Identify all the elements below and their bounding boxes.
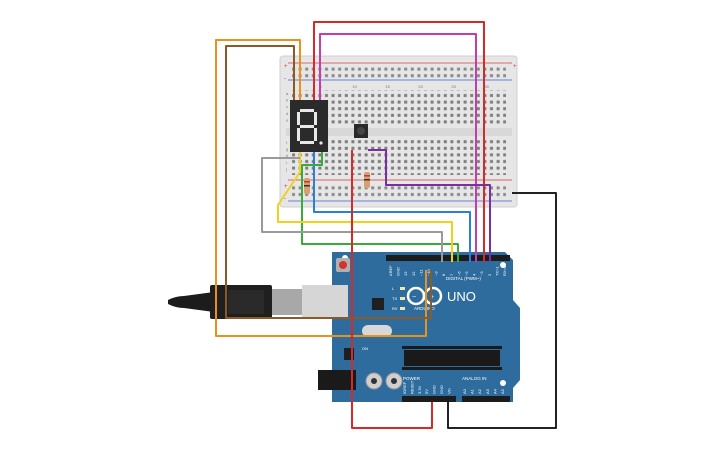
wires (215, 21, 557, 429)
wire-brown (225, 45, 432, 319)
breadboard-column-number: 10 (352, 84, 357, 89)
wire-orange (215, 39, 427, 337)
atmega-chip (404, 350, 500, 366)
crystal-oscillator (362, 325, 392, 337)
analog-pin-label: A2 (477, 388, 482, 394)
digital-pin-label: 2 (487, 273, 492, 276)
onboard-led (400, 297, 405, 300)
power-pin-label: GND (439, 385, 444, 394)
digital-pin-label: GND (396, 267, 401, 276)
power-pin-label: Vin (446, 388, 451, 394)
breadboard-column-number: 30 (484, 84, 489, 89)
seven-segment-display: 8 (290, 100, 328, 152)
digital-pin-label: ~10 (426, 268, 431, 276)
svg-text:−: − (412, 294, 416, 301)
breadboard-column-number: 20 (418, 84, 423, 89)
analog-in-label: ANALOG IN (462, 376, 487, 381)
led-label: TX (392, 296, 397, 301)
power-pin-label: RESET (409, 380, 414, 394)
resistor-2 (364, 172, 370, 188)
wire-magenta (319, 33, 477, 262)
breadboard-row-letter: h (286, 153, 288, 158)
digital-pin-label: ~11 (418, 269, 423, 276)
arduino-brand-label: ARDUINO (414, 306, 435, 311)
breadboard-row-letter: g (286, 147, 288, 152)
onboard-led (400, 307, 405, 310)
digital-pin-label: AREF (388, 265, 393, 276)
breadboard-row-letter: i (286, 160, 287, 165)
wire-gray (261, 157, 443, 262)
breadboard-row-letter: f (286, 140, 288, 145)
svg-text:+: + (430, 294, 434, 301)
usb-cable (168, 285, 348, 319)
analog-pin-label: A4 (492, 388, 497, 394)
digital-pin-label: ~5 (464, 271, 469, 276)
breadboard-column-number: 15 (385, 84, 390, 89)
breadboard-row-letter: a (286, 91, 289, 96)
onboard-led (400, 287, 405, 290)
rail-minus-bottom-label: - (284, 196, 286, 202)
breadboard-row-letter: e (286, 117, 289, 122)
breadboard-row-letter: j (285, 166, 287, 171)
analog-pin-label: A3 (485, 388, 490, 394)
analog-pin-label: A1 (470, 388, 475, 394)
rail-plus-top-label: + (284, 64, 288, 70)
digital-pin-label: 8 (441, 273, 446, 276)
power-label: POWER (403, 376, 421, 381)
digital-pin-label: ~6 (456, 271, 461, 276)
pushbutton[interactable] (354, 124, 368, 138)
breadboard-row-letter: d (286, 111, 288, 116)
breadboard-column-number: 25 (451, 84, 456, 89)
power-pin-label: GND (432, 385, 437, 394)
arduino-model-label: UNO (447, 289, 476, 304)
digital-pin-label: 4 (472, 273, 477, 276)
power-pin-label: 3.3V (417, 385, 422, 394)
wire-yellow (277, 150, 453, 262)
wire-black-gnd (447, 192, 557, 429)
wire-green (301, 150, 459, 262)
wire-red-top (313, 21, 485, 262)
analog-pin-label: A5 (500, 388, 505, 394)
rail-plus-bottom-label: + (284, 184, 288, 190)
led-label: L (392, 286, 395, 291)
digital-pin-label: ~9 (434, 271, 439, 276)
breadboard-row-letter: c (286, 104, 288, 109)
usb-chip (372, 298, 384, 310)
digital-pin-label: TX>1 (494, 266, 499, 276)
analog-header (462, 396, 510, 402)
analog-pin-label: A0 (462, 388, 467, 394)
arduino-uno-board: − + UNO ARDUINO DIGITAL (PWM~) POWER ANA… (318, 252, 520, 402)
digital-pwm-label: DIGITAL (PWM~) (446, 276, 481, 281)
resistor-1 (304, 178, 310, 194)
digital-header (386, 255, 510, 261)
wire-purple (368, 149, 491, 262)
power-jack (318, 370, 356, 390)
seven-segment-digit (297, 109, 323, 145)
digital-pin-label: ~3 (479, 271, 484, 276)
wire-red-5v (351, 150, 433, 429)
power-pin-label: IOREF (402, 381, 407, 394)
digital-pin-label: 13 (403, 271, 408, 276)
breadboard-row-letter: b (286, 98, 289, 103)
led-label: RX (392, 306, 398, 311)
power-pin-label: 5V (424, 389, 429, 394)
on-led-label: ON (362, 346, 368, 351)
rail-minus-top-label: - (284, 76, 286, 82)
power-header (402, 396, 456, 402)
digital-pin-label: 12 (411, 271, 416, 276)
rail-plus-top-right-label: + (513, 64, 517, 70)
digital-pin-label: RX<0 (502, 265, 507, 276)
wire-blue (313, 150, 471, 262)
arduino-led-labels: L TX RX (392, 286, 405, 311)
digital-pin-label: 7 (449, 273, 454, 276)
